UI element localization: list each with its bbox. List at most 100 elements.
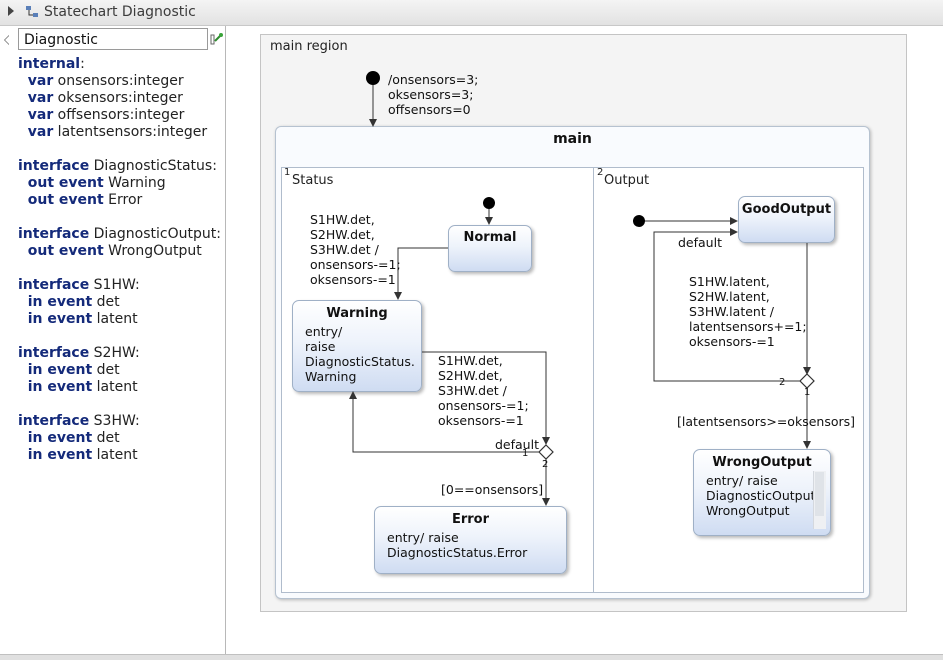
state-goodoutput-name: GoodOutput (741, 202, 832, 217)
definition-line: in event latent (18, 379, 221, 396)
transition-choice-to-error-label[interactable]: [0==onsensors] (441, 482, 544, 497)
text-token: S3HW: (89, 413, 140, 429)
priority-status-default: 1 (522, 448, 529, 459)
state-warning-name: Warning (326, 306, 388, 321)
priority-output-wrong: 1 (804, 387, 811, 398)
keyword-token: in event (18, 379, 93, 395)
keyword-token: in event (18, 362, 93, 378)
definition-line: interface S3HW: (18, 413, 221, 430)
state-normal[interactable] (448, 225, 532, 272)
keyword-token: var (18, 124, 54, 140)
definition-text[interactable]: internal: var onsensors:integer var okse… (18, 56, 221, 464)
keyword-token: var (18, 73, 54, 89)
state-wrongoutput-behavior: entry/ raise DiagnosticOutput WrongOutpu… (706, 473, 816, 518)
keyword-token: internal (18, 56, 81, 72)
text-token: oksensors:integer (53, 90, 183, 106)
text-token: latent (92, 311, 138, 327)
transition-goodoutput-to-choice-label[interactable]: S1HW.latent, S2HW.latent, S3HW.latent / … (689, 274, 807, 349)
keyword-token: in event (18, 294, 93, 310)
region-output-index: 2 (597, 167, 604, 178)
definition-line: in event det (18, 362, 221, 379)
definition-line: in event latent (18, 447, 221, 464)
state-error-behavior: entry/ raise DiagnosticStatus.Error (387, 530, 528, 560)
text-token: S2HW: (89, 345, 140, 361)
bottom-border (0, 654, 943, 660)
transition-output-default-label[interactable]: default (678, 235, 722, 250)
transition-warning-to-choice-label[interactable]: S1HW.det, S2HW.det, S3HW.det / onsensors… (438, 353, 529, 428)
text-token: latentsensors:integer (53, 124, 208, 140)
region-status-name: Status (292, 173, 334, 188)
priority-output-default: 2 (779, 377, 786, 388)
definition-line: interface DiagnosticStatus: (18, 158, 221, 175)
keyword-token: out event (18, 175, 104, 191)
definition-line: interface DiagnosticOutput: (18, 226, 221, 243)
text-token: DiagnosticOutput: (89, 226, 221, 242)
text-token: WrongOutput (103, 243, 202, 259)
transition-normal-to-warning-label[interactable]: S1HW.det, S2HW.det, S3HW.det / onsensors… (310, 212, 401, 287)
region-status-index: 1 (284, 167, 291, 178)
text-token: offsensors:integer (53, 107, 185, 123)
definition-line: interface S2HW: (18, 345, 221, 362)
state-error-name: Error (451, 512, 490, 527)
definition-line: in event det (18, 430, 221, 447)
state-normal-name: Normal (463, 230, 517, 245)
text-token: Error (103, 192, 143, 208)
keyword-token: out event (18, 243, 104, 259)
statechart-icon (26, 6, 38, 17)
definition-line (18, 328, 221, 345)
definition-line: in event det (18, 294, 221, 311)
text-token: onsensors:integer (53, 73, 184, 89)
keyword-token: interface (18, 345, 90, 361)
text-token: latent (92, 379, 138, 395)
keyword-token: var (18, 90, 54, 106)
state-warning[interactable] (292, 300, 422, 392)
pin-icon[interactable] (210, 32, 224, 46)
state-error[interactable] (374, 506, 567, 574)
definition-section: Diagnostic internal: var onsensors:integ… (0, 26, 226, 654)
definition-line: interface S1HW: (18, 277, 221, 294)
state-wrongoutput[interactable] (693, 449, 831, 536)
text-token: det (92, 362, 120, 378)
transition-status-default-label[interactable]: default (495, 437, 539, 452)
definition-line (18, 209, 221, 226)
collapse-panel-icon[interactable] (4, 35, 9, 45)
keyword-token: in event (18, 447, 93, 463)
state-body-scrollbar-thumb[interactable] (815, 472, 824, 516)
definition-line: var latentsensors:integer (18, 124, 221, 141)
definition-line: out event Warning (18, 175, 221, 192)
text-token: S1HW: (89, 277, 140, 293)
definition-line: var offsensors:integer (18, 107, 221, 124)
state-warning-behavior: entry/ raise DiagnosticStatus. Warning (305, 324, 415, 384)
keyword-token: interface (18, 413, 90, 429)
editor-tab[interactable]: Statechart Diagnostic (0, 0, 943, 26)
text-token: latent (92, 447, 138, 463)
main-region-label: main region (270, 39, 348, 54)
statechart-name-field[interactable]: Diagnostic (18, 28, 208, 50)
definition-line (18, 396, 221, 413)
state-wrongoutput-name: WrongOutput (712, 455, 812, 470)
keyword-token: out event (18, 192, 104, 208)
definition-line: in event latent (18, 311, 221, 328)
composite-state-title: main (553, 131, 592, 147)
definition-line: var oksensors:integer (18, 90, 221, 107)
region-output-name: Output (604, 173, 650, 188)
definition-line: var onsensors:integer (18, 73, 221, 90)
expand-arrow-icon[interactable] (8, 6, 14, 16)
transition-choice-to-wrongoutput-label[interactable]: [latentsensors>=oksensors] (677, 414, 856, 429)
keyword-token: var (18, 107, 54, 123)
definition-line: out event WrongOutput (18, 243, 221, 260)
definition-line: out event Error (18, 192, 221, 209)
text-token: Warning (103, 175, 166, 191)
definition-line (18, 260, 221, 277)
keyword-token: in event (18, 311, 93, 327)
keyword-token: interface (18, 277, 90, 293)
initial-transition-label[interactable]: /onsensors=3; oksensors=3; offsensors=0 (388, 72, 479, 117)
text-token: det (92, 294, 120, 310)
text-token: : (80, 56, 85, 72)
keyword-token: interface (18, 158, 90, 174)
text-token: det (92, 430, 120, 446)
definition-line: internal: (18, 56, 221, 73)
keyword-token: interface (18, 226, 90, 242)
text-token: DiagnosticStatus: (89, 158, 217, 174)
definition-line (18, 141, 221, 158)
